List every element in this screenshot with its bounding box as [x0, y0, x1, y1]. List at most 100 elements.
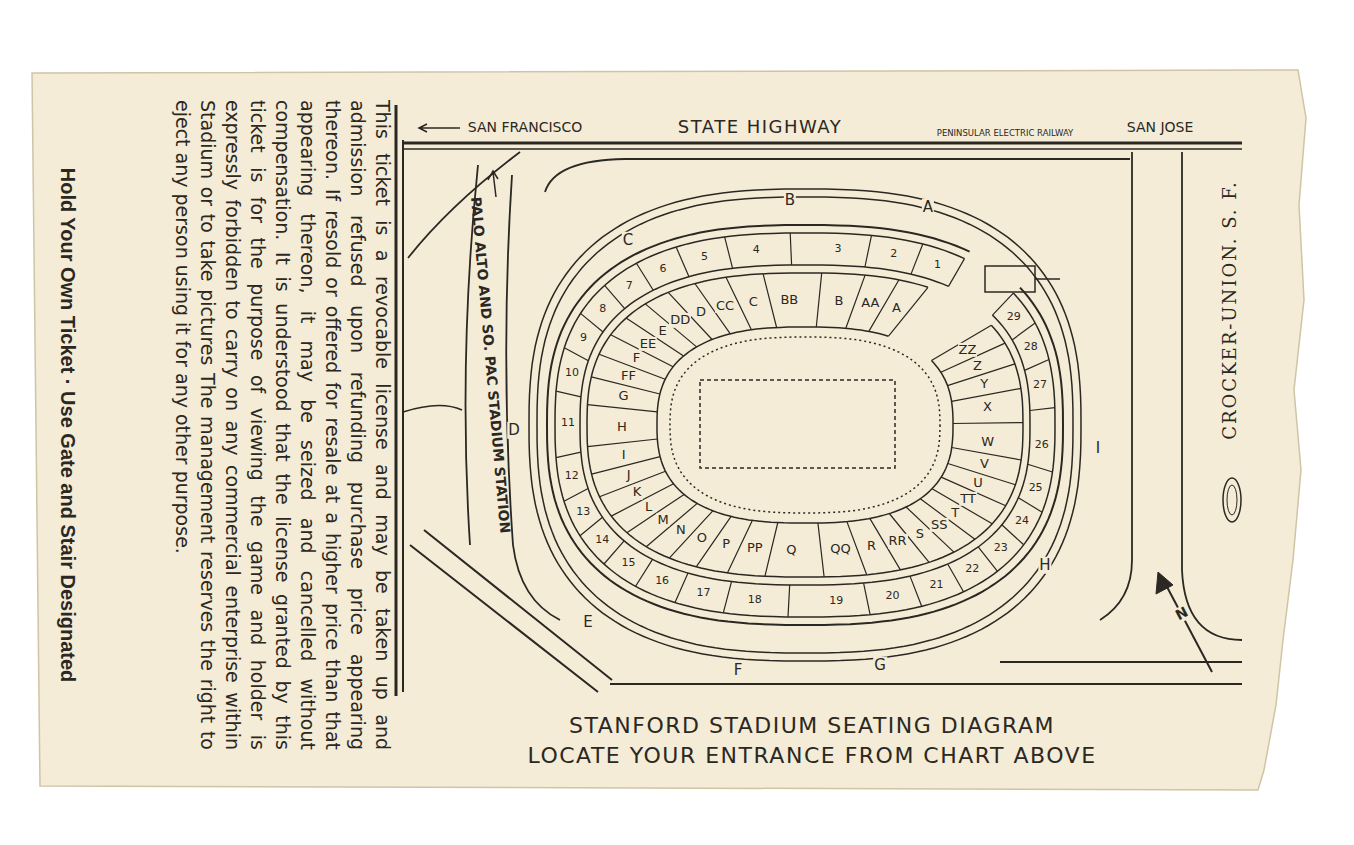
road: [545, 159, 1130, 192]
ring-road: [537, 197, 1073, 653]
road-label: STATE HIGHWAY: [678, 117, 843, 137]
road: [610, 683, 1242, 685]
stair-number: 22: [965, 563, 979, 575]
direction-arrow: [488, 171, 498, 197]
section-letter: FF: [620, 369, 637, 383]
direction-arrow: [419, 124, 460, 132]
stair-number: 28: [1024, 341, 1038, 353]
place-name: SAN FRANCISCO: [468, 120, 583, 135]
section-letter: EE: [639, 336, 657, 350]
field-house: [985, 266, 1035, 292]
road: [1100, 152, 1132, 620]
stair-number: 6: [660, 263, 667, 275]
section-letter: BB: [779, 293, 799, 307]
section-letter: U: [972, 476, 984, 490]
stair-number: 17: [696, 587, 710, 599]
section-letter: DD: [669, 313, 691, 327]
section-letter: X: [982, 400, 993, 414]
stair-divider: [556, 233, 1055, 617]
section-letter: CC: [715, 299, 735, 313]
section-letter: M: [657, 512, 670, 526]
playing-field: [700, 380, 895, 468]
stadium-bowl: [529, 189, 1081, 661]
stair-number: 2: [890, 248, 897, 260]
section-letter: PP: [746, 541, 764, 555]
road: [408, 152, 520, 258]
stair-number: 3: [834, 243, 841, 255]
diagram-title: STANFORD STADIUM SEATING DIAGRAM: [569, 714, 1055, 738]
union-emblem: [1223, 478, 1241, 522]
section-letter: QQ: [829, 542, 851, 556]
ticket-instruction: Hold Your Own Ticket · Use Gate and Stai…: [55, 168, 81, 683]
section-letter: C: [748, 295, 759, 309]
gate-letter: H: [1038, 557, 1051, 574]
section-letter: AA: [860, 296, 880, 310]
section-letter: H: [616, 419, 628, 433]
printer-imprint: CROCKER-UNION. S. F.: [1220, 180, 1240, 439]
stair-number: 15: [621, 557, 635, 569]
stair-number: 12: [565, 470, 579, 482]
section-letter: R: [866, 539, 877, 553]
stair-number: 14: [595, 534, 609, 546]
section-letter: W: [980, 434, 995, 448]
gate-letter: C: [622, 232, 634, 249]
stair-number: 9: [580, 332, 587, 344]
stair-number: 23: [994, 542, 1008, 554]
stair-number: 11: [561, 417, 575, 429]
stair-number: 21: [929, 579, 943, 591]
diagram-caption: LOCATE YOUR ENTRANCE FROM CHART ABOVE: [527, 744, 1096, 768]
stair-number: 18: [748, 594, 762, 606]
stair-number: 20: [886, 590, 900, 602]
section-letter: B: [833, 293, 844, 307]
ticket-terms: This ticket is a revocable license and m…: [170, 100, 395, 750]
compass-arrow: [1166, 585, 1212, 672]
stair-number: 24: [1015, 515, 1029, 527]
section-letter: D: [695, 305, 707, 319]
road: [1182, 152, 1242, 640]
map-lines: [396, 105, 1242, 696]
stair-ring: [555, 233, 1055, 617]
stadium-wall: [547, 225, 1063, 625]
ticket-card: [32, 70, 1306, 790]
terms-column: This ticket is a revocable license and m…: [55, 100, 395, 750]
section-letter: J: [626, 468, 632, 482]
stair-number: 10: [565, 367, 579, 379]
gate-letter: A: [922, 199, 934, 216]
gate-letter: I: [1095, 440, 1101, 457]
column-rule: [395, 105, 398, 696]
gate-letter: B: [784, 192, 796, 209]
stair-number: 19: [829, 595, 843, 607]
section-letter: RR: [888, 534, 908, 548]
gate-letter: D: [507, 422, 521, 439]
gate-letter: G: [873, 657, 887, 674]
section-letter: K: [632, 485, 643, 499]
stair-ring: [580, 265, 1030, 585]
stair-number: 27: [1033, 379, 1047, 391]
seating-edge: [587, 273, 1023, 577]
road: [403, 405, 462, 412]
stair-number: 25: [1029, 482, 1043, 494]
section-letter: SS: [930, 517, 949, 531]
stair-number: 8: [599, 303, 606, 315]
section-letter: Q: [785, 543, 797, 557]
section-letter: P: [721, 537, 731, 551]
section-letter: E: [657, 324, 667, 338]
section-letter: A: [891, 301, 902, 315]
section-letter: Z: [972, 359, 983, 373]
section-letter: TT: [959, 492, 977, 506]
union-emblem: [1227, 485, 1237, 515]
section-letter: O: [696, 531, 708, 545]
section-letter: N: [675, 523, 687, 537]
section-letter: L: [644, 500, 653, 514]
section-letter: T: [950, 506, 960, 520]
place-name: SAN JOSE: [1127, 120, 1194, 135]
stair-number: 13: [576, 505, 590, 517]
section-letter: Y: [979, 377, 989, 391]
map-frame: [402, 140, 404, 692]
railway-line: [403, 148, 1242, 150]
stair-number: 1: [934, 259, 941, 271]
stair-number: 29: [1007, 311, 1021, 323]
section-letter: ZZ: [958, 343, 978, 357]
stair-number: 26: [1035, 439, 1049, 451]
